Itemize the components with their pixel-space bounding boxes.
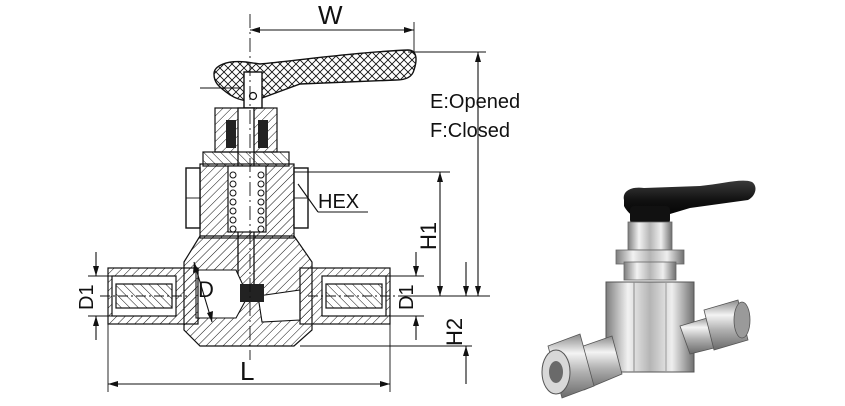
dim-h1: H1 xyxy=(294,171,450,296)
valve-body xyxy=(183,235,313,347)
bonnet xyxy=(185,107,319,289)
label-d1-right: D1 xyxy=(396,284,418,310)
product-photo xyxy=(541,180,756,399)
photo-handle xyxy=(623,180,756,224)
dim-d1-left: D1 xyxy=(76,252,112,340)
label-w: W xyxy=(318,0,343,30)
handle-lever xyxy=(200,49,417,102)
dim-d1-right: D1 xyxy=(386,252,424,340)
dim-ef: E:Opened F:Closed xyxy=(408,51,520,296)
label-h1: H1 xyxy=(416,222,441,250)
dim-d: D xyxy=(193,261,214,323)
label-d: D xyxy=(198,277,214,302)
right-fitting xyxy=(299,267,404,325)
photo-right-fitting xyxy=(679,299,751,355)
spring xyxy=(229,171,265,233)
left-fitting xyxy=(100,267,199,325)
label-d1-left: D1 xyxy=(76,284,98,310)
dim-l: L xyxy=(107,324,391,392)
label-h2: H2 xyxy=(442,318,467,346)
label-e-opened: E:Opened xyxy=(430,91,520,113)
label-l: L xyxy=(240,356,254,386)
technical-drawing: W E:Opened F:Closed HEX H1 xyxy=(76,0,520,392)
dim-h2: H2 xyxy=(300,262,490,384)
label-f-closed: F:Closed xyxy=(430,120,510,142)
photo-left-fitting xyxy=(541,333,623,399)
stem-top xyxy=(243,71,263,109)
dim-w: W xyxy=(250,0,415,52)
label-hex: HEX xyxy=(318,191,359,213)
dim-hex: HEX xyxy=(318,191,368,213)
